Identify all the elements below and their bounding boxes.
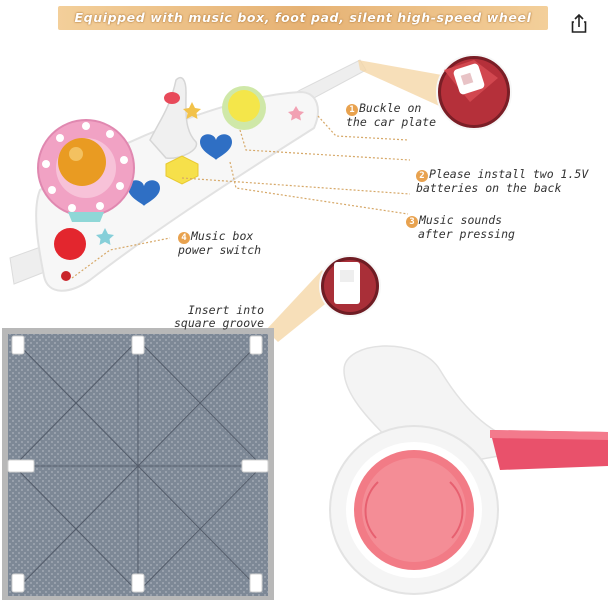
buckle-inset xyxy=(358,54,512,130)
callout-number: 4 xyxy=(178,232,190,244)
music-box xyxy=(35,76,319,292)
callout-line: Music sounds xyxy=(419,213,503,227)
callout-line: batteries on the back xyxy=(416,181,562,195)
pad-note: Insert into square groove xyxy=(174,304,264,330)
share-icon xyxy=(571,13,587,33)
pink-frame-bar xyxy=(490,430,608,470)
callout-line: after pressing xyxy=(418,227,515,241)
headline-banner: Equipped with music box, foot pad, silen… xyxy=(58,6,548,30)
star-button xyxy=(288,106,304,121)
headline-text: Equipped with music box, foot pad, silen… xyxy=(74,10,532,25)
callout-line: Buckle on xyxy=(359,101,422,115)
heart-button xyxy=(200,134,232,160)
pad-note-line: Insert into xyxy=(187,303,265,317)
star-button xyxy=(183,102,201,119)
red-button xyxy=(54,228,86,260)
airplane-toy xyxy=(149,76,198,159)
pad-note-line: square groove xyxy=(174,316,265,330)
clip-inset xyxy=(266,255,381,342)
orange-dome xyxy=(58,138,106,186)
callout-line: the car plate xyxy=(346,115,437,129)
callout-line: Please install two 1.5V xyxy=(429,167,589,181)
callout-number: 1 xyxy=(346,104,358,116)
star-button xyxy=(96,228,114,245)
callout-number: 2 xyxy=(416,170,428,182)
callout-line: Music box xyxy=(191,229,254,243)
wheel-frame xyxy=(329,345,608,595)
foot-pad xyxy=(2,328,274,600)
leader-lines xyxy=(71,115,411,279)
hexagon-button xyxy=(165,155,199,185)
power-switch xyxy=(61,271,71,281)
callout-line: power switch xyxy=(178,243,262,257)
share-button[interactable] xyxy=(565,10,593,38)
heart-button xyxy=(128,180,160,206)
callout-number: 3 xyxy=(406,216,418,228)
